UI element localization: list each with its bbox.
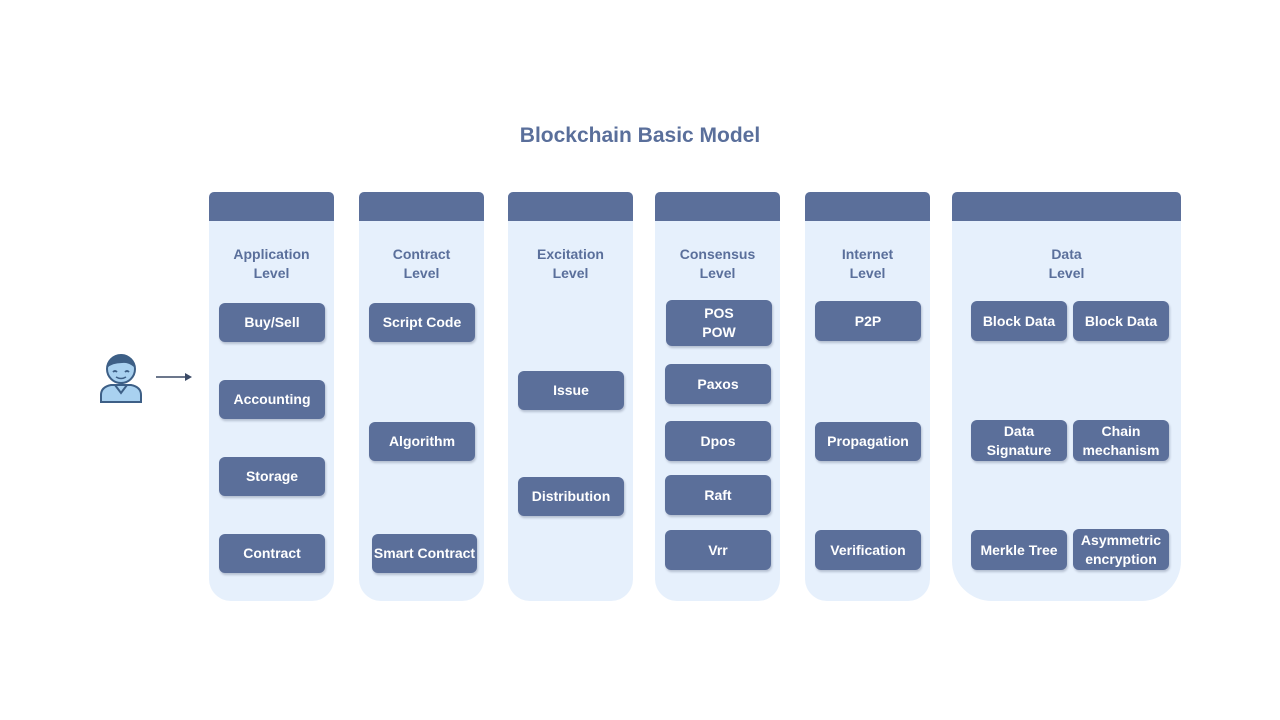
item-pos-pow[interactable]: POS POW [666, 300, 772, 346]
column-header-bar [805, 192, 930, 221]
column-label: Application Level [233, 246, 310, 281]
item-dpos[interactable]: Dpos [665, 421, 771, 461]
consensus-level-column: Consensus Level POS POW Paxos Dpos Raft … [655, 192, 780, 601]
user-icon [100, 354, 142, 403]
arrow-right-icon [156, 373, 192, 381]
column-label: Data Level [1048, 246, 1085, 281]
column-header-bar [508, 192, 633, 221]
excitation-level-column: Excitation Level Issue Distribution [508, 192, 633, 601]
item-contract[interactable]: Contract [219, 534, 325, 573]
item-block-data-2[interactable]: Block Data [1073, 301, 1169, 341]
internet-level-column: Internet Level P2P Propagation Verificat… [805, 192, 930, 601]
column-header-bar [209, 192, 334, 221]
column-header-bar [952, 192, 1181, 221]
page-title: Blockchain Basic Model [519, 124, 761, 147]
item-algorithm[interactable]: Algorithm [369, 422, 475, 461]
item-merkle-tree[interactable]: Merkle Tree [971, 530, 1067, 570]
item-verification[interactable]: Verification [815, 530, 921, 570]
column-header-bar [359, 192, 484, 221]
application-level-column: Application Level Buy/Sell Accounting St… [209, 192, 334, 601]
data-level-column: Data Level Block Data Block Data Data Si… [952, 192, 1181, 601]
item-accounting[interactable]: Accounting [219, 380, 325, 419]
item-paxos[interactable]: Paxos [665, 364, 771, 404]
item-p2p[interactable]: P2P [815, 301, 921, 341]
column-label: Excitation Level [537, 246, 604, 281]
column-header-bar [655, 192, 780, 221]
item-distribution[interactable]: Distribution [518, 477, 624, 516]
item-data-signature[interactable]: Data Signature [971, 420, 1067, 461]
item-storage[interactable]: Storage [219, 457, 325, 496]
contract-level-column: Contract Level Script Code Algorithm Sma… [359, 192, 484, 601]
item-smart-contract[interactable]: Smart Contract [372, 534, 477, 573]
column-label: Consensus Level [679, 246, 756, 281]
item-asymmetric-encryption[interactable]: Asymmetric encryption [1073, 529, 1169, 570]
item-vrr[interactable]: Vrr [665, 530, 771, 570]
item-buy-sell[interactable]: Buy/Sell [219, 303, 325, 342]
item-raft[interactable]: Raft [665, 475, 771, 515]
item-script-code[interactable]: Script Code [369, 303, 475, 342]
column-label: Contract Level [392, 246, 451, 281]
item-issue[interactable]: Issue [518, 371, 624, 410]
item-chain-mechanism[interactable]: Chain mechanism [1073, 420, 1169, 461]
item-propagation[interactable]: Propagation [815, 422, 921, 461]
item-block-data-1[interactable]: Block Data [971, 301, 1067, 341]
column-label: Internet Level [841, 246, 894, 281]
